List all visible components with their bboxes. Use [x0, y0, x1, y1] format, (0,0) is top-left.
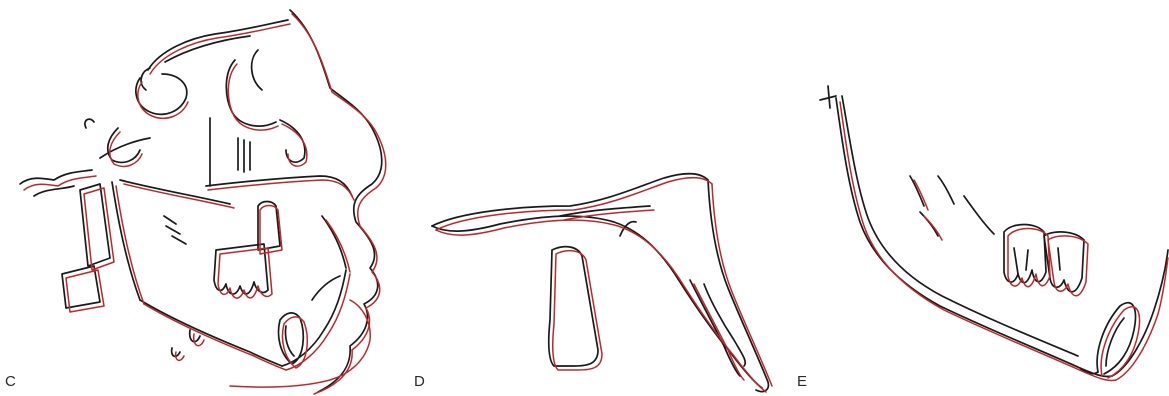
- panel-d-black-tracing: [432, 174, 768, 392]
- panel-c-cranial-base-superimposition: [20, 10, 386, 394]
- panel-label-c: C: [5, 374, 16, 389]
- panel-c-red-tracing: [24, 14, 386, 394]
- panel-e-mandibular-superimposition: [820, 86, 1168, 381]
- panel-label-e: E: [797, 374, 807, 389]
- panel-label-d: D: [414, 374, 425, 389]
- panel-d-maxillary-superimposition: [432, 174, 772, 392]
